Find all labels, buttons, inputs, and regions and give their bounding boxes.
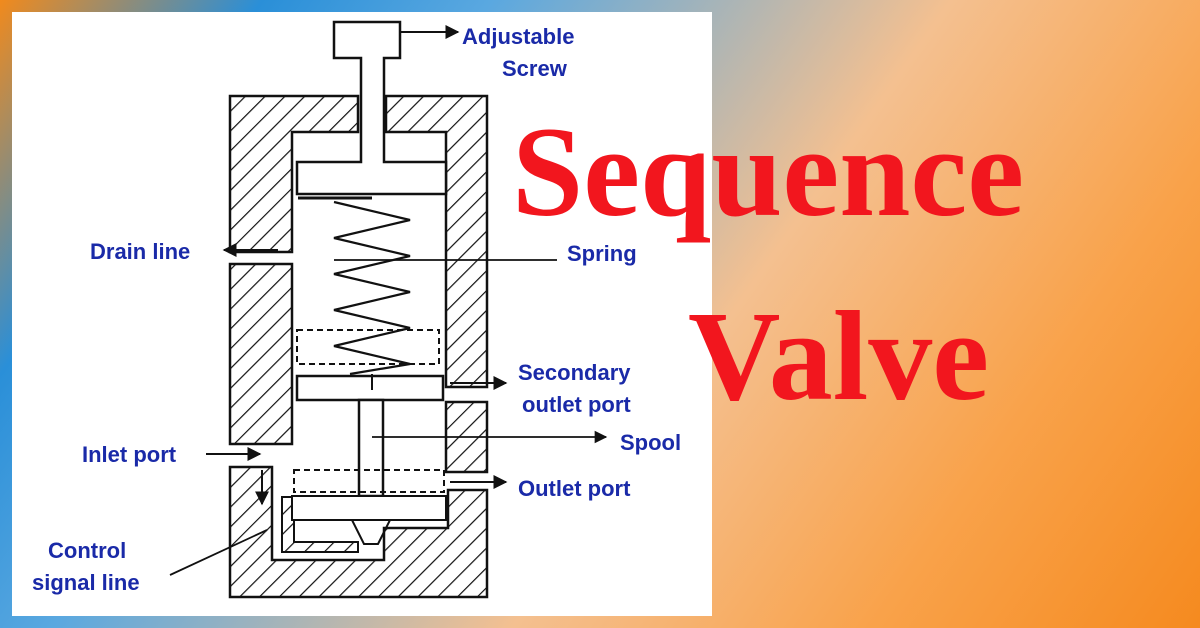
- label-control: Control: [48, 538, 126, 563]
- label-inlet-port: Inlet port: [82, 442, 177, 467]
- label-outlet-port: Outlet port: [518, 476, 631, 501]
- label-secondary: Secondary: [518, 360, 631, 385]
- label-screw: Screw: [502, 56, 568, 81]
- title-valve: Valve: [688, 285, 990, 427]
- title-sequence: Sequence: [512, 101, 1024, 243]
- valve-body-upper-right: [384, 94, 489, 389]
- spool-piston: [295, 374, 445, 402]
- label-spool: Spool: [620, 430, 681, 455]
- sequence-valve-diagram: Adjustable Screw Drain line Spring Secon…: [32, 20, 681, 599]
- spring: [333, 200, 411, 376]
- diagram-panel: Adjustable Screw Drain line Spring Secon…: [12, 12, 712, 616]
- adjustable-screw: [295, 20, 448, 196]
- valve-body-left-wall: [228, 262, 294, 446]
- label-outlet-port-secondary: outlet port: [522, 392, 631, 417]
- label-signal-line: signal line: [32, 570, 140, 595]
- label-drain-line: Drain line: [90, 239, 190, 264]
- label-spring: Spring: [567, 241, 637, 266]
- valve-body-bottom: [228, 465, 489, 599]
- spool-rod: [357, 398, 385, 498]
- label-adjustable: Adjustable: [462, 24, 574, 49]
